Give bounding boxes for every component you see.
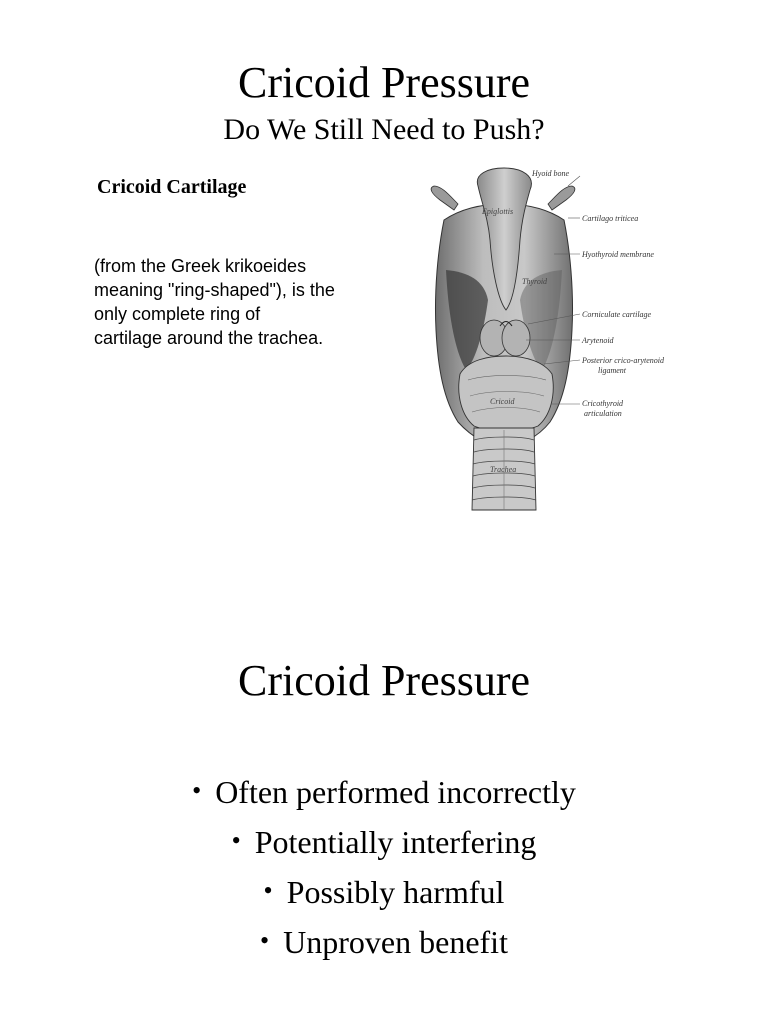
slide-title: Cricoid Pressure [237, 58, 531, 107]
bullet-dot-icon: • [263, 876, 273, 905]
fig-inner-label: Cricoid [490, 397, 515, 406]
definition-text: (from the Greek krikoeides meaning "ring… [94, 254, 394, 350]
bullet-list: • Often performed incorrectly • Potentiall… [0, 766, 768, 966]
slide-subtitle: Do We Still Need to Push? [223, 113, 545, 146]
bullet-item: • Unproven benefit [0, 916, 768, 966]
larynx-illustration: Epiglottis Thyroid Cricoid Trachea Hyoid… [418, 160, 708, 520]
slide-2: Cricoid Pressure • Often performed incorr… [0, 560, 768, 1024]
fig-label: Corniculate cartilage [582, 310, 652, 319]
fig-inner-label: Epiglottis [481, 207, 513, 216]
fig-label: articulation [584, 409, 622, 418]
definition-line: (from the Greek krikoeides [94, 256, 307, 276]
definition-line: cartilage around the trachea. [94, 328, 324, 348]
bullet-item: • Possibly harmful [0, 866, 768, 916]
bullet-item: • Potentially interfering [0, 816, 768, 866]
epiglottis [476, 167, 532, 311]
cricoid [458, 355, 554, 431]
bullet-dot-icon: • [260, 926, 270, 955]
slide-1: Cricoid Pressure Do We Still Need to Pus… [94, 58, 708, 520]
larynx-drawing: Epiglottis Thyroid Cricoid Trachea Hyoid… [430, 167, 665, 511]
thyroid-shadow-right [520, 270, 562, 370]
hyoid-horn-right [547, 185, 576, 211]
definition-line: only complete ring of [94, 304, 261, 324]
fig-inner-label: Thyroid [522, 277, 548, 286]
bullet-text: Often performed incorrectly [215, 774, 576, 810]
definition-line: meaning "ring-shaped"), is the [94, 280, 335, 300]
bullet-dot-icon: • [192, 776, 202, 805]
bullet-item: • Often performed incorrectly [0, 766, 768, 816]
fig-inner-label: Trachea [490, 465, 516, 474]
arytenoid-right [501, 319, 531, 357]
thyroid-shadow [446, 270, 488, 370]
hyoid-horn-left [430, 185, 459, 211]
bullet-text: Potentially interfering [254, 824, 537, 860]
slide-title: Cricoid Pressure [237, 656, 531, 705]
fig-label: Hyoid bone [531, 169, 570, 178]
bullet-text: Possibly harmful [286, 874, 505, 910]
fig-label: Cartilago triticea [582, 214, 638, 223]
section-heading: Cricoid Cartilage [97, 176, 247, 198]
fig-label: ligament [598, 366, 627, 375]
fig-label: Hyothyroid membrane [581, 250, 654, 259]
bullet-dot-icon: • [231, 826, 241, 855]
fig-label: Posterior crico-arytenoid [581, 356, 665, 365]
bullet-text: Unproven benefit [283, 924, 508, 960]
fig-label: Arytenoid [581, 336, 615, 345]
fig-label: Cricothyroid [582, 399, 624, 408]
